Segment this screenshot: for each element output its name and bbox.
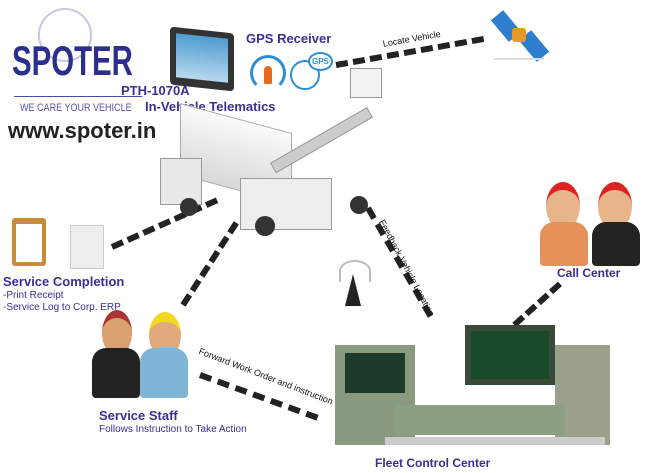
- clipboard-icon: [12, 218, 46, 266]
- service-completion-title: Service Completion: [3, 274, 125, 289]
- gps-badge: GPS: [308, 52, 333, 71]
- radio-tower-icon: [333, 260, 373, 308]
- call-center-image: [540, 182, 640, 266]
- fleet-control-image: [335, 325, 615, 450]
- globe-icon: [290, 60, 320, 90]
- link-forward: [198, 372, 319, 421]
- device-model: PTH-1070A: [121, 83, 190, 98]
- service-trucks-image: [160, 68, 395, 238]
- service-staff-title: Service Staff: [99, 408, 178, 423]
- service-staff-subtitle: Follows Instruction to Take Action: [99, 424, 247, 435]
- logo-tagline: WE CARE YOUR VEHICLE: [20, 102, 132, 114]
- call-center-title: Call Center: [557, 266, 621, 280]
- gps-title: GPS Receiver: [246, 31, 332, 46]
- satellite-icon: [490, 10, 550, 62]
- website-text: www.spoter.in: [8, 118, 157, 143]
- signal-icon: [250, 55, 286, 91]
- service-completion-item: -Service Log to Corp. ERP: [3, 302, 121, 313]
- fleet-control-title: Fleet Control Center: [375, 456, 491, 470]
- logo-brand: SPOTER: [12, 37, 133, 84]
- device-title: In-Vehicle Telematics: [145, 99, 276, 114]
- logo-gears: [38, 8, 92, 62]
- logo: SPOTER WE CARE YOUR VEHICLE: [8, 8, 142, 118]
- receipt-icon: [70, 225, 104, 269]
- logo-rule: [14, 96, 142, 97]
- service-completion-item: -Print Receipt: [3, 290, 64, 301]
- service-staff-image: [92, 310, 192, 400]
